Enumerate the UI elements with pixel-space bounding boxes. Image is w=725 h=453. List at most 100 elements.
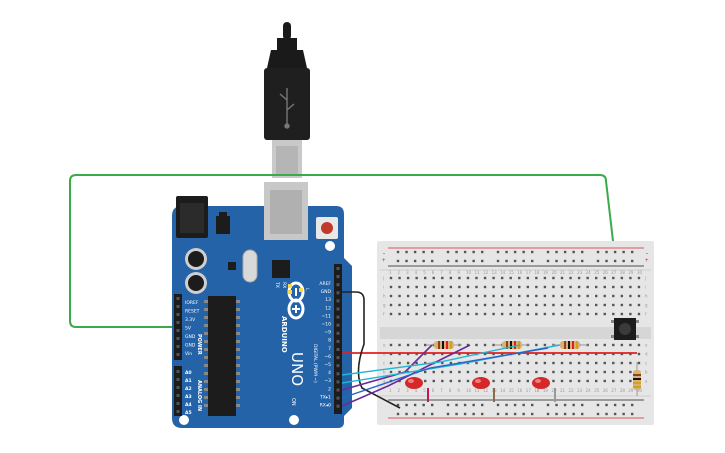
breadboard-hole[interactable] — [432, 303, 435, 307]
breadboard-hole[interactable] — [552, 352, 555, 356]
breadboard-hole[interactable] — [629, 303, 632, 307]
reset-button[interactable] — [316, 217, 338, 239]
breadboard-hole[interactable] — [518, 285, 521, 289]
breadboard-hole[interactable] — [431, 250, 434, 254]
breadboard-hole[interactable] — [432, 370, 435, 374]
breadboard-hole[interactable] — [546, 259, 550, 263]
breadboard-hole[interactable] — [605, 403, 608, 407]
breadboard-hole[interactable] — [481, 250, 484, 254]
breadboard-hole[interactable] — [637, 294, 641, 298]
breadboard-hole[interactable] — [475, 361, 478, 365]
arduino-board[interactable]: ARDUINO UNO ON TX RX L POWER ANALOG IN D… — [172, 182, 352, 428]
breadboard-hole[interactable] — [546, 250, 550, 254]
breadboard-hole[interactable] — [509, 379, 512, 383]
header-pin[interactable] — [336, 267, 340, 270]
breadboard-hole[interactable] — [432, 294, 435, 298]
breadboard-hole[interactable] — [629, 343, 632, 347]
breadboard-hole[interactable] — [613, 403, 617, 407]
breadboard-hole[interactable] — [424, 352, 427, 356]
breadboard-hole[interactable] — [572, 412, 575, 416]
breadboard-hole[interactable] — [415, 312, 418, 316]
breadboard-hole[interactable] — [603, 312, 606, 316]
breadboard-hole[interactable] — [492, 370, 495, 374]
breadboard-hole[interactable] — [526, 379, 529, 383]
breadboard-hole[interactable] — [492, 352, 495, 356]
breadboard-hole[interactable] — [432, 379, 435, 383]
breadboard-hole[interactable] — [569, 352, 572, 356]
breadboard-hole[interactable] — [543, 303, 547, 307]
breadboard-hole[interactable] — [449, 303, 453, 307]
breadboard-hole[interactable] — [424, 285, 427, 289]
wire-purple-2[interactable] — [341, 344, 471, 407]
breadboard-hole[interactable] — [555, 250, 558, 254]
breadboard-hole[interactable] — [620, 361, 624, 365]
breadboard-hole[interactable] — [415, 303, 418, 307]
wire-purple-1[interactable] — [341, 344, 433, 391]
breadboard-hole[interactable] — [431, 403, 434, 407]
breadboard-hole[interactable] — [631, 250, 634, 254]
breadboard-hole[interactable] — [631, 259, 634, 263]
breadboard-hole[interactable] — [500, 352, 504, 356]
breadboard-hole[interactable] — [422, 412, 425, 416]
breadboard-hole[interactable] — [500, 361, 504, 365]
breadboard-hole[interactable] — [605, 259, 608, 263]
breadboard-hole[interactable] — [612, 303, 615, 307]
breadboard-hole[interactable] — [458, 294, 461, 298]
wire-green[interactable] — [69, 174, 623, 328]
breadboard-hole[interactable] — [526, 361, 529, 365]
breadboard-hole[interactable] — [522, 250, 525, 254]
breadboard-hole[interactable] — [612, 312, 615, 316]
breadboard-hole[interactable] — [620, 303, 624, 307]
breadboard-hole[interactable] — [603, 352, 606, 356]
breadboard-hole[interactable] — [552, 361, 555, 365]
breadboard-hole[interactable] — [552, 312, 555, 316]
breadboard-hole[interactable] — [629, 276, 632, 280]
breadboard-hole[interactable] — [458, 379, 461, 383]
breadboard-hole[interactable] — [389, 294, 393, 298]
breadboard-hole[interactable] — [569, 312, 572, 316]
breadboard-hole[interactable] — [466, 285, 470, 289]
red-led-1[interactable] — [405, 377, 429, 402]
breadboard-hole[interactable] — [500, 276, 504, 280]
breadboard-hole[interactable] — [500, 285, 504, 289]
breadboard-hole[interactable] — [622, 250, 625, 254]
breadboard-hole[interactable] — [522, 259, 525, 263]
breadboard-hole[interactable] — [406, 276, 410, 280]
breadboard-hole[interactable] — [596, 259, 600, 263]
breadboard-hole[interactable] — [472, 250, 475, 254]
breadboard-hole[interactable] — [513, 412, 517, 416]
breadboard-hole[interactable] — [543, 276, 547, 280]
breadboard-hole[interactable] — [483, 285, 487, 289]
breadboard-hole[interactable] — [612, 285, 615, 289]
breadboard-hole[interactable] — [492, 294, 495, 298]
breadboard-hole[interactable] — [552, 303, 555, 307]
breadboard-hole[interactable] — [466, 343, 470, 347]
breadboard-hole[interactable] — [518, 379, 521, 383]
breadboard-hole[interactable] — [605, 412, 608, 416]
breadboard-hole[interactable] — [398, 352, 401, 356]
breadboard-hole[interactable] — [620, 285, 624, 289]
breadboard-hole[interactable] — [586, 361, 589, 365]
wire-blue[interactable] — [341, 347, 549, 399]
breadboard-hole[interactable] — [577, 285, 581, 289]
breadboard-hole[interactable] — [505, 412, 508, 416]
breadboard-hole[interactable] — [475, 276, 478, 280]
breadboard-hole[interactable] — [581, 403, 584, 407]
breadboard-hole[interactable] — [586, 352, 589, 356]
breadboard-hole[interactable] — [620, 370, 624, 374]
breadboard-hole[interactable] — [543, 312, 547, 316]
breadboard-hole[interactable] — [586, 276, 589, 280]
breadboard-hole[interactable] — [637, 312, 641, 316]
header-pin[interactable] — [336, 291, 340, 295]
breadboard-hole[interactable] — [543, 352, 547, 356]
breadboard-hole[interactable] — [603, 379, 606, 383]
breadboard-hole[interactable] — [595, 361, 598, 365]
breadboard-hole[interactable] — [531, 403, 534, 407]
breadboard-hole[interactable] — [620, 343, 624, 347]
breadboard-hole[interactable] — [458, 303, 461, 307]
breadboard-hole[interactable] — [475, 370, 478, 374]
breadboard-hole[interactable] — [612, 370, 615, 374]
breadboard-hole[interactable] — [560, 285, 564, 289]
breadboard-hole[interactable] — [458, 312, 461, 316]
header-pin[interactable] — [336, 364, 340, 368]
